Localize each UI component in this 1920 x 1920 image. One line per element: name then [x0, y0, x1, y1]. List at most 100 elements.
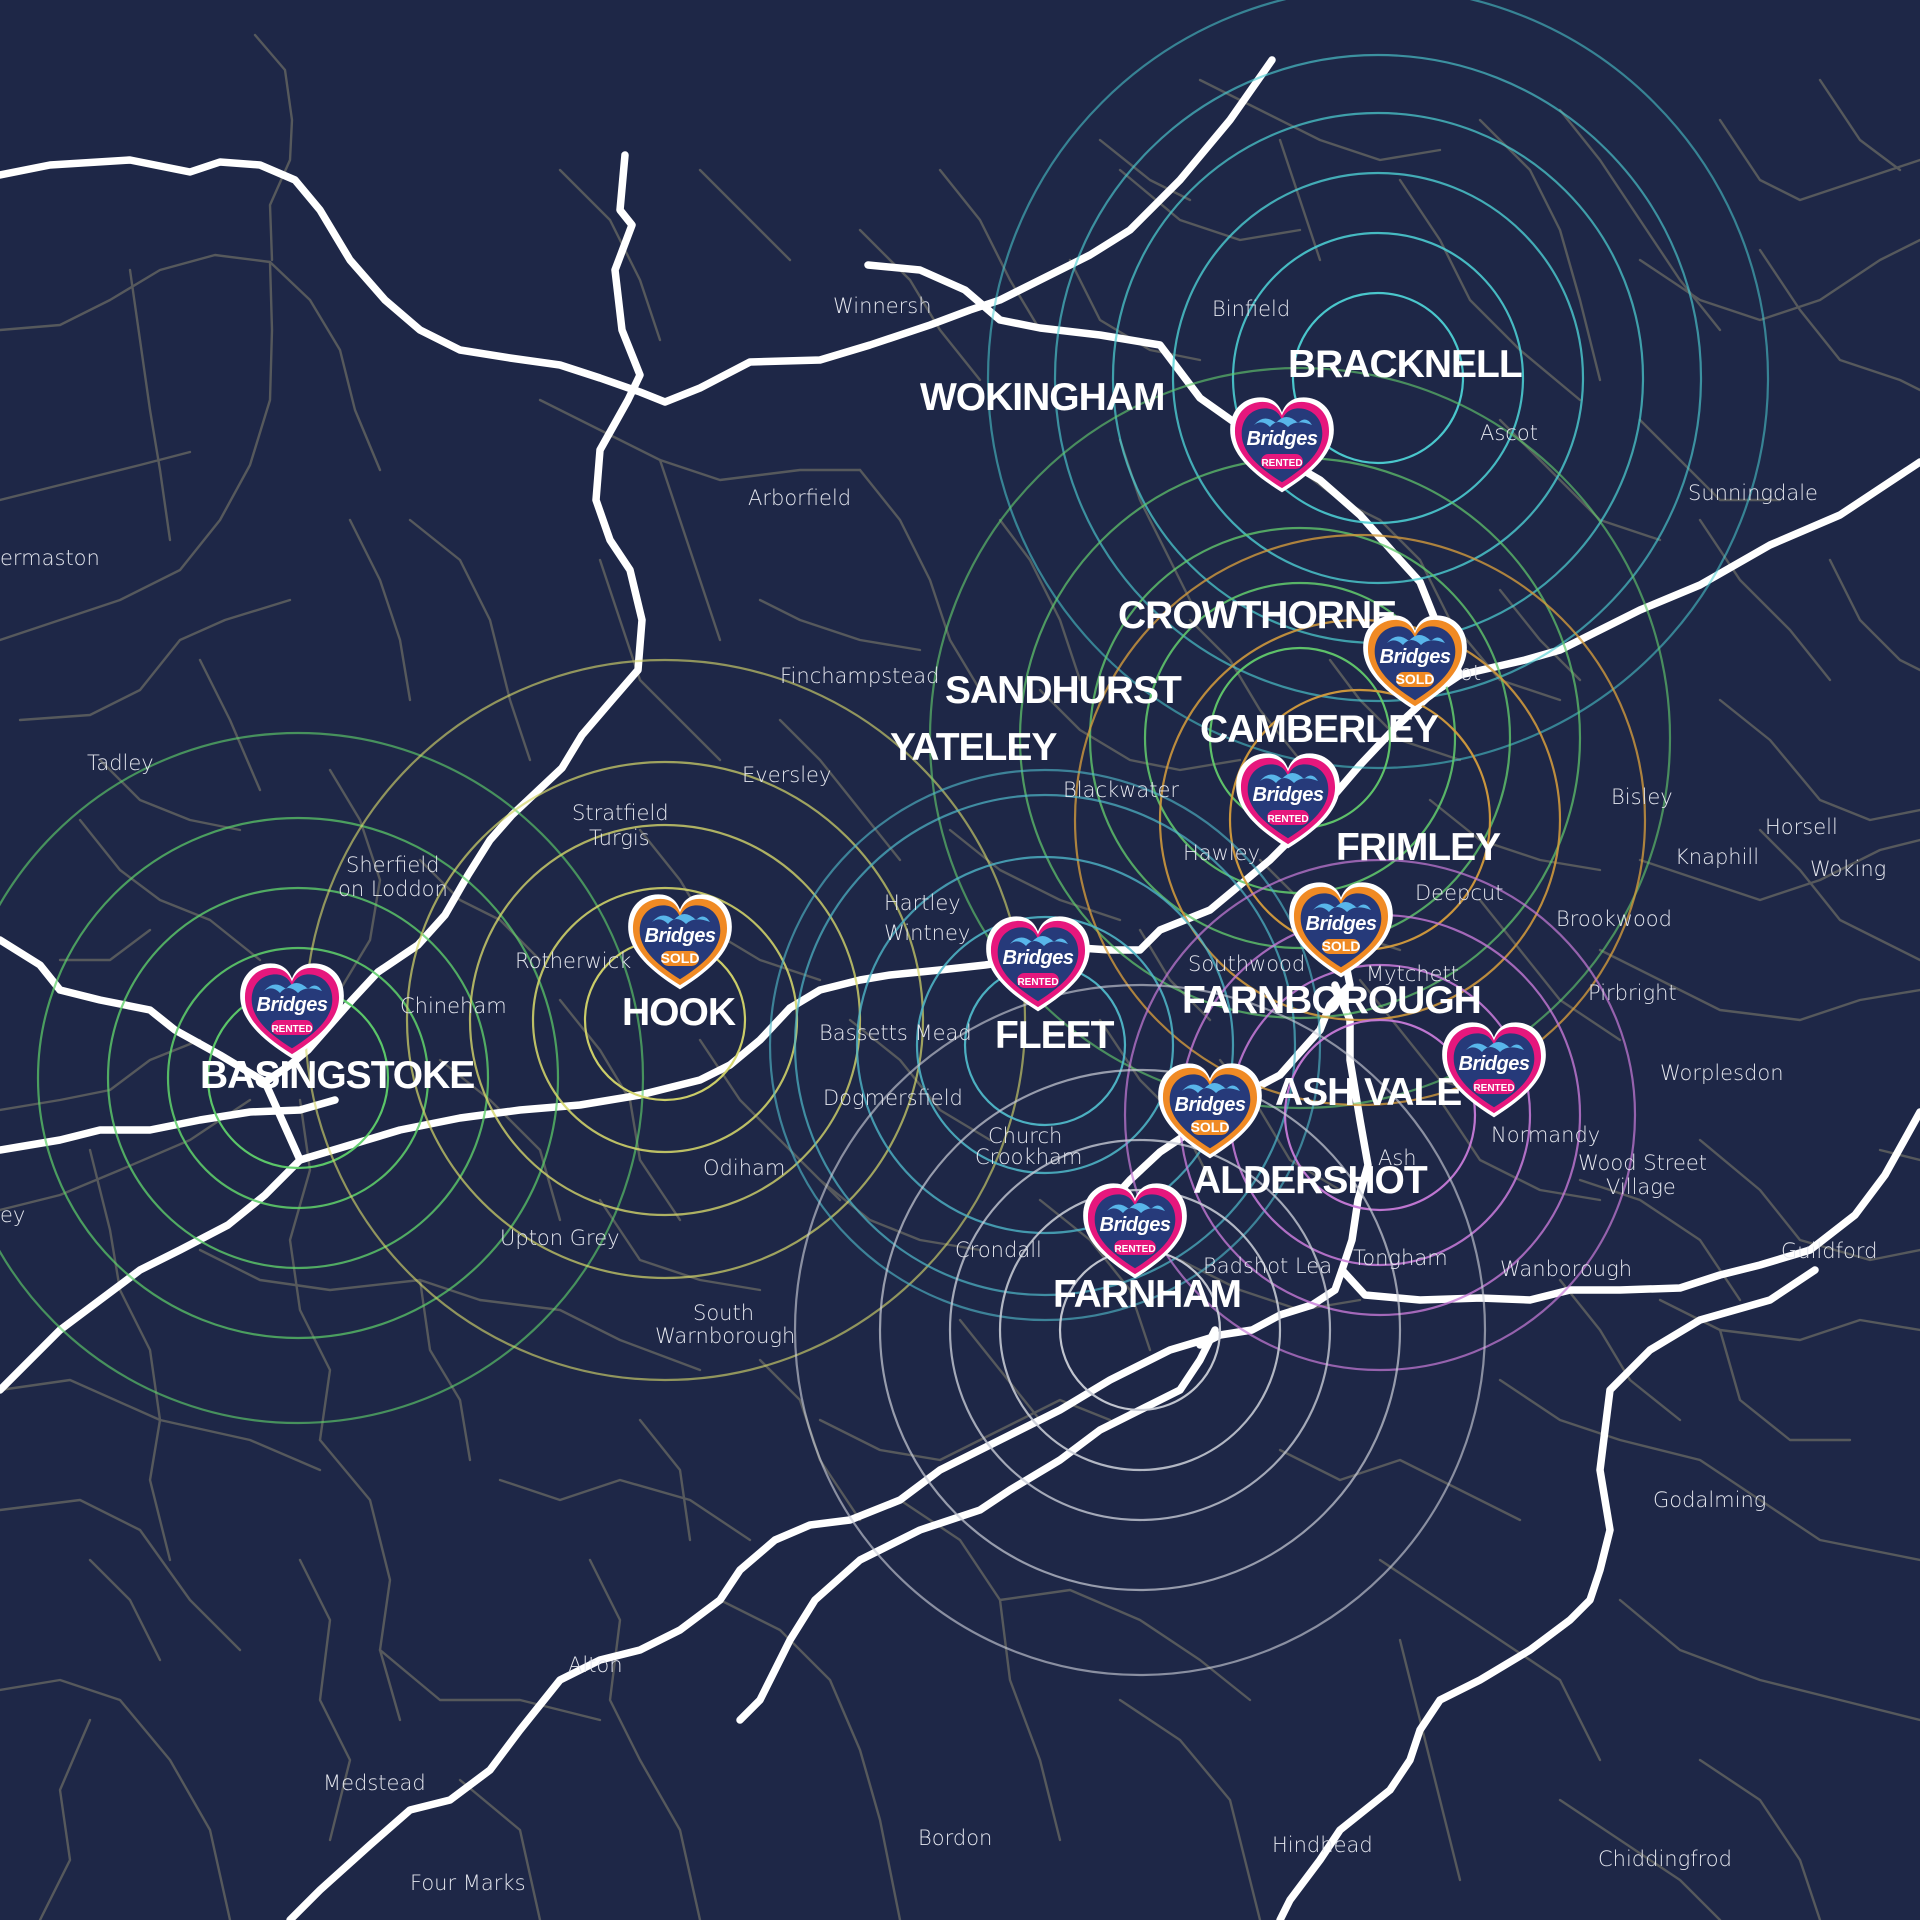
- place-label-upton-grey: Upton Grey: [500, 1226, 620, 1250]
- town-label-aldershot: ALDERSHOT: [1193, 1159, 1428, 1202]
- place-label-south-warnborough-2: Warnborough: [655, 1324, 795, 1348]
- place-label-hartley-2: Wintney: [884, 921, 970, 945]
- badge-status: RENTED: [1473, 1083, 1514, 1094]
- place-label-knaphill: Knaphill: [1675, 845, 1759, 869]
- ring-fleet-3: [793, 793, 1297, 1297]
- badge-status: SOLD: [661, 950, 700, 966]
- town-label-camberley: CAMBERLEY: [1200, 708, 1439, 751]
- place-label-finchampstead: Finchampstead: [780, 664, 940, 688]
- badge-face: [1300, 893, 1382, 968]
- badge-brand: Bridges: [1459, 1053, 1530, 1075]
- ring-bracknell-2: [1171, 171, 1585, 585]
- place-label-church-2: Crookham: [975, 1145, 1082, 1169]
- place-label-sherfield-2: on Loddon: [338, 877, 448, 901]
- place-label-ash: Ash: [1378, 1146, 1417, 1170]
- badge-face: [1374, 626, 1456, 701]
- ring-fleet-1: [915, 915, 1175, 1175]
- badge-status: RENTED: [1261, 458, 1302, 469]
- place-label-alton: Alton: [568, 1653, 623, 1677]
- ring-fleet-4: [768, 768, 1322, 1322]
- place-label-sherfield-1: Sherfield: [346, 853, 440, 877]
- rings-frimley: [1073, 533, 1647, 1107]
- ring-bracknell-4: [1053, 53, 1703, 703]
- bridges-wave-icon: [1387, 635, 1445, 645]
- place-label-wood-street-1: Wood Street: [1578, 1151, 1707, 1175]
- badge-status-pill: [1473, 1079, 1515, 1094]
- badge-status-pill: [661, 951, 699, 966]
- place-label-chiddingfrod: Chiddingfrod: [1598, 1847, 1732, 1871]
- badge-status: SOLD: [1322, 938, 1361, 954]
- ring-basingstoke-2: [106, 886, 490, 1270]
- ring-basingstoke-4: [0, 732, 644, 1424]
- place-label-aldermaston: ermaston: [0, 546, 100, 570]
- rings-farnham: [793, 983, 1487, 1677]
- place-label-rotherwick: Rotherwick: [515, 949, 631, 973]
- bridges-wave-icon: [652, 914, 710, 924]
- badge-status-pill: [1261, 454, 1303, 469]
- bridges-wave-icon: [1107, 1203, 1165, 1213]
- place-label-badshot-lea: Badshot Lea: [1203, 1254, 1332, 1278]
- bridges-wave-icon: [1254, 417, 1312, 427]
- ring-camberley-2: [1088, 526, 1512, 950]
- town-label-farnham: FARNHAM: [1053, 1273, 1241, 1316]
- place-label-binfield: Binfield: [1212, 297, 1290, 321]
- place-label-bordon: Bordon: [918, 1826, 992, 1850]
- town-label-basingstoke: BASINGSTOKE: [200, 1054, 474, 1097]
- badge-brand: Bridges: [257, 994, 328, 1016]
- place-label-guildford: Guildford: [1781, 1239, 1877, 1263]
- town-label-sandhurst: SANDHURST: [945, 669, 1182, 712]
- place-label-blackwater: Blackwater: [1063, 778, 1179, 802]
- place-label-south-warnborough-1: South: [693, 1301, 754, 1325]
- ring-basingstoke-1: [166, 946, 430, 1210]
- place-label-sunningdale: Sunningdale: [1688, 481, 1818, 505]
- bridges-wave-icon: [1182, 1083, 1240, 1093]
- place-label-basingstoke-left: ey: [0, 1203, 25, 1227]
- badge-status: RENTED: [1114, 1244, 1155, 1255]
- place-label-hindhead: Hindhead: [1272, 1833, 1373, 1857]
- town-label-fleet: FLEET: [995, 1014, 1115, 1057]
- badge-status: SOLD: [1191, 1119, 1230, 1135]
- place-label-hawley: Hawley: [1183, 841, 1260, 865]
- place-label-church-1: Church: [988, 1124, 1062, 1148]
- ring-basingstoke-3: [36, 816, 560, 1340]
- ring-bracknell-5: [987, 0, 1769, 769]
- place-label-lightwater-stub: ot: [1460, 661, 1481, 685]
- place-label-southwood: Southwood: [1188, 952, 1305, 976]
- place-label-worplesdon: Worplesdon: [1660, 1061, 1784, 1085]
- badge-layer: BridgesRENTEDBridgesSOLDBridgesRENTEDBri…: [240, 397, 1546, 1279]
- badge-status: RENTED: [1017, 977, 1058, 988]
- ring-layer: [0, 0, 1769, 1677]
- badge-status-pill: [1322, 939, 1360, 954]
- rings-bracknell: [987, 0, 1769, 769]
- place-label-winnersh: Winnersh: [833, 294, 932, 318]
- town-label-layer: BRACKNELLWOKINGHAMCROWTHORNESANDHURSTCAM…: [200, 343, 1523, 1316]
- badge-status-pill: [1114, 1240, 1156, 1255]
- ring-frimley-2: [1073, 533, 1647, 1107]
- ring-hook-2: [468, 823, 862, 1217]
- place-label-brookwood: Brookwood: [1556, 907, 1672, 931]
- place-label-four-marks: Four Marks: [410, 1871, 526, 1895]
- rings-basingstoke: [0, 732, 644, 1424]
- badge-brand: Bridges: [1175, 1094, 1246, 1116]
- badge-status: RENTED: [1267, 814, 1308, 825]
- badge-face: [639, 905, 721, 980]
- bridges-wave-icon: [264, 983, 322, 993]
- town-label-ash-vale: ASH VALE: [1275, 1071, 1461, 1114]
- place-label-horsell: Horsell: [1765, 815, 1838, 839]
- badge-brand: Bridges: [1003, 947, 1074, 969]
- place-label-tadley: Tadley: [87, 751, 154, 775]
- place-label-mytchett: Mytchett: [1366, 962, 1459, 986]
- place-label-ascot: Ascot: [1480, 421, 1538, 445]
- place-label-chineham: Chineham: [400, 994, 507, 1018]
- place-label-dogmersfield: Dogmersfield: [823, 1086, 963, 1110]
- rings-fleet: [768, 768, 1322, 1322]
- town-label-hook: HOOK: [622, 991, 736, 1034]
- ring-camberley-4: [928, 366, 1672, 1110]
- place-label-eversley: Eversley: [742, 763, 831, 787]
